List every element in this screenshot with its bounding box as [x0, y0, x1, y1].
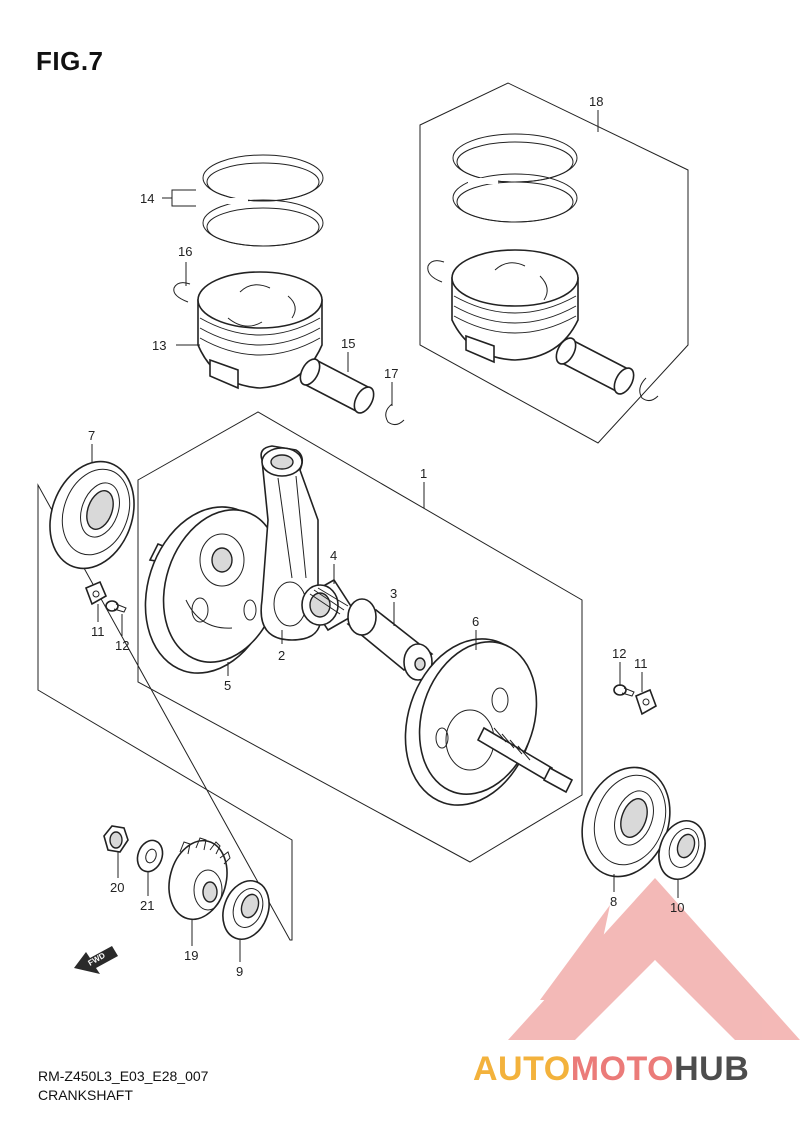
- oil-seal-10: [658, 820, 706, 880]
- callout-8: 8: [610, 894, 617, 909]
- piston-set-group-outline: [419, 82, 689, 444]
- piston-pin-15: [299, 358, 375, 414]
- lock-washer-11-right: [635, 688, 657, 716]
- callout-17: 17: [384, 366, 398, 381]
- piston-pin-18: [555, 337, 635, 395]
- callout-11-right: 11: [634, 656, 648, 671]
- gear-19: [168, 837, 231, 921]
- nut-20: [103, 825, 129, 853]
- flywheel-right-6: [404, 638, 574, 806]
- lock-washer-11-left: [84, 580, 108, 606]
- callout-14: 14: [140, 191, 154, 206]
- callout-18: 18: [589, 94, 603, 109]
- callout-5: 5: [224, 678, 231, 693]
- circlip-17: [385, 403, 405, 426]
- circlip-18-left: [427, 260, 445, 283]
- callout-9: 9: [236, 964, 243, 979]
- bolt-12-right: [613, 684, 635, 697]
- crankshaft-assembly-outline: [137, 411, 583, 863]
- piston-18: [451, 249, 579, 364]
- brand-part-hub: HUB: [674, 1050, 750, 1088]
- callout-20: 20: [110, 880, 124, 895]
- callout-3: 3: [390, 586, 397, 601]
- callout-2: 2: [278, 648, 285, 663]
- piston-13: [197, 271, 323, 390]
- callout-12-right: 12: [612, 646, 626, 661]
- forward-arrow-icon: FWD: [74, 946, 118, 974]
- oil-seal-9: [222, 880, 270, 940]
- callout-6: 6: [472, 614, 479, 629]
- washer-21: [136, 839, 164, 873]
- callout-10: 10: [670, 900, 684, 915]
- piston-rings: [202, 154, 324, 247]
- callout-11-left: 11: [91, 624, 105, 639]
- circlip-16: [173, 282, 191, 303]
- callout-13: 13: [152, 338, 166, 353]
- watermark-logo-icon: [508, 878, 800, 1040]
- watermark-brand: AUTOMOTOHUB: [473, 1050, 749, 1089]
- leader-lines: [91, 110, 679, 962]
- bearing-8: [581, 766, 671, 878]
- callout-21: 21: [140, 898, 154, 913]
- callout-4: 4: [330, 548, 337, 563]
- lower-left-group-outline: [37, 483, 293, 941]
- circlip-18-right: [639, 377, 659, 402]
- callout-19: 19: [184, 948, 198, 963]
- brand-part-moto: MOTO: [570, 1050, 675, 1088]
- flywheel-left-5: [144, 506, 282, 674]
- callout-15: 15: [341, 336, 355, 351]
- bolt-12-left: [105, 600, 127, 613]
- piston-rings-18: [452, 133, 578, 223]
- callout-7: 7: [88, 428, 95, 443]
- brand-part-auto: AUTO: [473, 1050, 571, 1088]
- callout-16: 16: [178, 244, 192, 259]
- crank-pin-3: [346, 598, 434, 681]
- callout-1: 1: [420, 466, 427, 481]
- figure-title: FIG.7: [36, 46, 104, 76]
- bearing-7: [49, 460, 135, 570]
- callout-12-left: 12: [115, 638, 129, 653]
- diagram-name: CRANKSHAFT: [38, 1087, 133, 1103]
- diagram-code: RM-Z450L3_E03_E28_007: [38, 1068, 209, 1084]
